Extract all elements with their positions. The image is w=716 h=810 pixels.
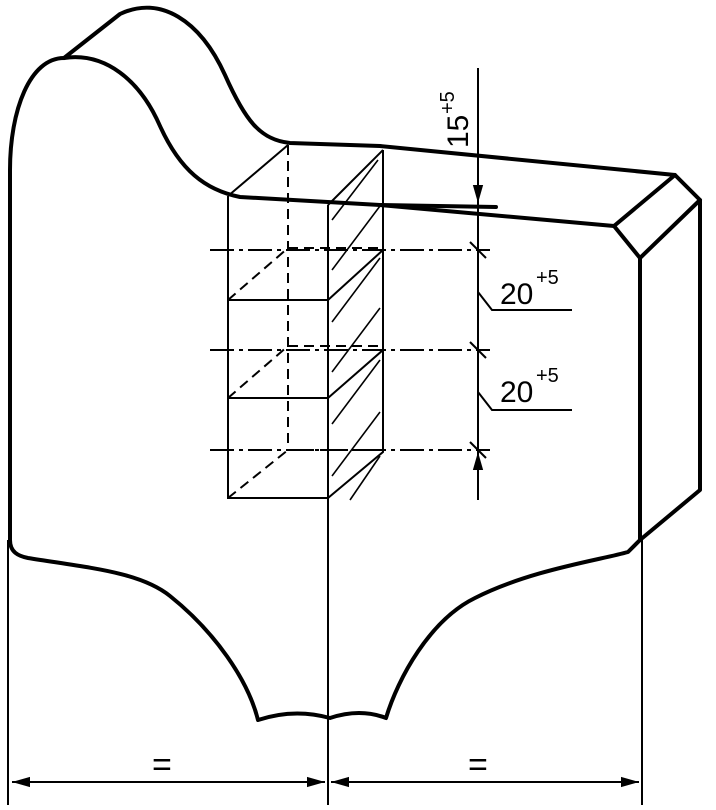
dimension-15: 15 +5	[437, 91, 475, 148]
equal-mark-right: =	[468, 746, 488, 784]
cut-lines	[210, 249, 490, 451]
dim-20-lower-nominal: 20	[500, 376, 533, 409]
rear-ridge	[62, 5, 702, 542]
top-surface-line	[378, 203, 498, 209]
chamfer-back	[638, 198, 702, 260]
dim-20-upper-tolerance: +5	[536, 267, 559, 289]
dimension-20-upper: 20 +5	[500, 267, 559, 311]
vertical-dimensions	[469, 68, 572, 500]
dim-20-lower-tolerance: +5	[536, 365, 559, 387]
chamfer-front	[612, 173, 677, 228]
part-outline	[8, 5, 702, 722]
front-top-edge	[62, 55, 616, 228]
dim-20-upper-nominal: 20	[500, 278, 533, 311]
dimension-20-lower: 20 +5	[500, 365, 559, 409]
dim-15-nominal: 15	[442, 115, 475, 148]
equal-mark-left: =	[152, 746, 172, 784]
dim-15-tolerance: +5	[437, 91, 459, 114]
width-dimensions: = =	[7, 498, 643, 805]
part-contour	[8, 56, 642, 722]
hatching	[331, 159, 381, 501]
